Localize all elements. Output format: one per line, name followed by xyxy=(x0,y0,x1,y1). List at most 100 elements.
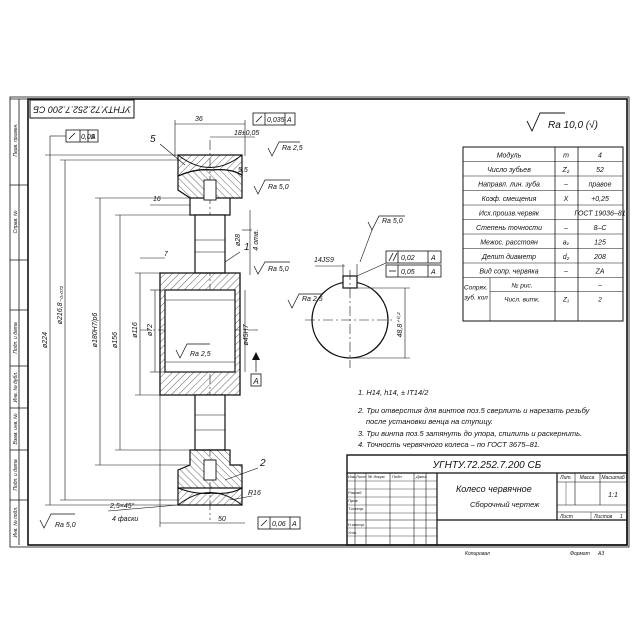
param-value: 8–С xyxy=(594,225,608,232)
dim-216: ø216,8₋₀,₀₇₂ xyxy=(57,285,64,324)
svg-text:Масштаб: Масштаб xyxy=(601,475,625,481)
svg-text:Пров.: Пров. xyxy=(348,498,359,503)
dim-16: 16 xyxy=(153,196,161,203)
datum-a: A xyxy=(250,352,262,387)
svg-text:Ra 10,0 (√): Ra 10,0 (√) xyxy=(548,119,598,131)
side-label: Взам. инв. № xyxy=(13,413,19,445)
svg-text:0,035: 0,035 xyxy=(267,117,285,124)
side-label: Инв. № дубл. xyxy=(13,372,19,403)
group-label: Сопрях. xyxy=(464,285,488,292)
svg-text:А3: А3 xyxy=(597,551,604,557)
svg-text:Лист: Лист xyxy=(355,474,367,479)
pos-5: 5 xyxy=(150,134,156,145)
param-value: правое xyxy=(589,182,612,189)
note-1: 1. H14, h14, ± IT14/2 xyxy=(358,388,429,397)
param-name: Число зубьев xyxy=(487,166,531,174)
dim-488: 48,8⁺⁰·² xyxy=(396,312,404,337)
inner-border xyxy=(27,98,628,546)
param-name: Направл. лин. зуба xyxy=(478,181,540,189)
dim-28: ø28 xyxy=(235,234,242,246)
svg-text:Разраб.: Разраб. xyxy=(348,490,362,495)
dimension-texts: 36 18±0,05 ø224 ø216,8₋₀,₀₇₂ ø180H7/p6 ø… xyxy=(42,116,266,523)
param-symbol: Z₂ xyxy=(562,167,570,174)
svg-text:Утв.: Утв. xyxy=(348,530,357,535)
svg-text:Масса: Масса xyxy=(580,475,595,481)
svg-text:Ra 2,5: Ra 2,5 xyxy=(190,351,211,358)
side-label: Справ. № xyxy=(13,210,19,233)
svg-text:A: A xyxy=(291,521,297,528)
svg-text:A: A xyxy=(90,134,96,141)
param-value: 4 xyxy=(598,153,602,160)
svg-text:A: A xyxy=(286,117,292,124)
doc-code: УГНТУ.72.252.7.200 СБ xyxy=(432,460,542,471)
leaders xyxy=(107,143,259,512)
dim-156: ø156 xyxy=(112,332,119,348)
stamp-box xyxy=(29,99,135,119)
side-label: Подп. и дата xyxy=(13,459,19,491)
param-value: 2 xyxy=(597,297,602,304)
param-symbol: Z₁ xyxy=(562,297,569,304)
svg-text:A: A xyxy=(430,269,436,276)
svg-text:Копировал: Копировал xyxy=(465,551,490,557)
svg-text:Ra 5,0: Ra 5,0 xyxy=(268,266,289,273)
dim-36: 36 xyxy=(195,116,203,123)
svg-text:Ra 5,0: Ra 5,0 xyxy=(268,184,289,191)
dim-chamfer: 2,5×45° xyxy=(109,502,135,510)
param-value: 125 xyxy=(594,240,606,247)
param-value: ZA xyxy=(595,269,605,276)
side-strip: Перв. примен. Справ. № Подп. и дата Инв.… xyxy=(10,98,28,545)
svg-text:Ra 5,0: Ra 5,0 xyxy=(382,218,403,225)
side-label: Перв. примен. xyxy=(13,123,19,156)
dim-224: ø224 xyxy=(42,332,49,348)
param-value: ГОСТ 19036–81 xyxy=(574,211,625,218)
side-label: Подп. и дата xyxy=(13,322,19,354)
side-view: 14JS9 48,8⁺⁰·² Ra 5,0 Ra 2,5 0,02 A 0,05… xyxy=(287,215,442,368)
svg-text:0,05: 0,05 xyxy=(81,134,95,141)
doc-subname: Сборочный чертеж xyxy=(470,500,540,509)
pos-1: 1 xyxy=(244,242,250,253)
param-symbol: – xyxy=(563,269,568,276)
title-block xyxy=(346,454,628,546)
param-name: Вид сопр. червяка xyxy=(479,268,538,276)
doc-name: Колесо червячное xyxy=(456,484,532,494)
dim-4otv: 4 отв. xyxy=(253,229,260,250)
param-symbol: aᵥ xyxy=(563,240,570,247)
param-name: Коэф. смещения xyxy=(482,196,537,203)
svg-text:A: A xyxy=(430,255,436,262)
svg-text:Ra 2,5: Ra 2,5 xyxy=(302,296,323,303)
dim-72: ø72 xyxy=(147,324,154,336)
technical-notes: 1. H14, h14, ± IT14/2 2. Три отверстия д… xyxy=(357,388,591,449)
side-label: Инв. № подл. xyxy=(13,506,19,537)
tol-frame-top-left: 0,05 A xyxy=(49,129,99,155)
dim-180: ø180H7/p6 xyxy=(92,313,99,348)
svg-text:0,02: 0,02 xyxy=(401,255,415,262)
svg-text:Формат: Формат xyxy=(570,551,590,557)
svg-text:№ докум.: № докум. xyxy=(368,474,386,479)
stamp-top: УГНТУ.72.252.7.200 СБ xyxy=(33,105,132,115)
dim-50: 50 xyxy=(218,516,226,523)
svg-text:Листов: Листов xyxy=(593,514,613,520)
note-3: 3. Три винта поз.5 затянуть до упора, сп… xyxy=(358,429,582,438)
param-value: – xyxy=(597,283,602,290)
svg-text:Лист: Лист xyxy=(559,514,573,520)
dim-18: 18±0,05 xyxy=(234,130,259,137)
dim-45: ø45H7 xyxy=(243,323,250,345)
dim-55: 5,5 xyxy=(238,167,248,174)
svg-text:Лит.: Лит. xyxy=(559,475,572,481)
svg-text:Дата: Дата xyxy=(415,474,427,479)
main-section-view xyxy=(140,140,260,520)
dim-r16: R16 xyxy=(248,490,261,497)
param-symbol: X xyxy=(563,196,569,203)
roughness-general: Ra 10,0 (√) xyxy=(526,112,598,133)
svg-text:0,05: 0,05 xyxy=(401,269,415,276)
dim-116: ø116 xyxy=(132,322,139,338)
svg-text:14JS9: 14JS9 xyxy=(314,257,334,264)
svg-text:0,06: 0,06 xyxy=(272,521,286,528)
param-symbol: d₂ xyxy=(563,254,570,261)
tol-frame-top: 0,035 A xyxy=(252,112,296,126)
dim-7: 7 xyxy=(164,251,169,258)
dimensions-main xyxy=(45,120,255,527)
title-block-texts: УГНТУ.72.252.7.200 СБ Колесо червячное С… xyxy=(348,460,625,557)
